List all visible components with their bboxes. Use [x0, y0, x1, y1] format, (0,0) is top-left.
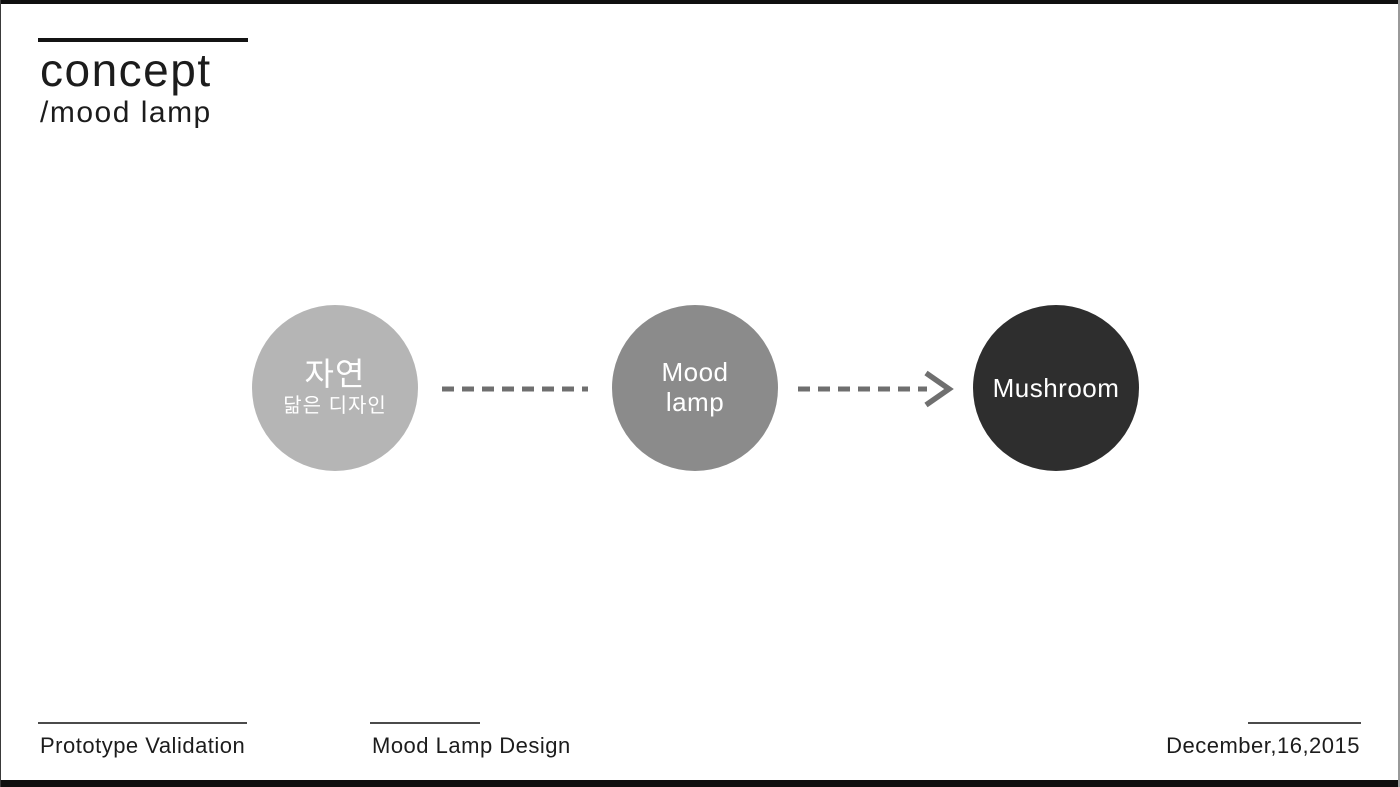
frame-left-border: [0, 0, 1, 787]
footer-date-label: December,16,2015: [1166, 733, 1360, 758]
node-nature-title: 자연: [304, 356, 366, 393]
title-rule: [38, 38, 248, 42]
node-mushroom-label: Mushroom: [992, 372, 1120, 403]
frame-right-border: [1398, 0, 1400, 787]
page-title: concept: [40, 44, 212, 96]
frame-top-border: [0, 0, 1400, 4]
footer-rule-center: [370, 722, 480, 724]
diagram-node-mood-lamp: Mood lamp: [612, 305, 778, 471]
footer-design-label: Mood Lamp Design: [372, 733, 571, 758]
frame-bottom-border: [0, 780, 1400, 787]
node-nature-subtitle: 닮은 디자인: [283, 394, 387, 417]
arrowhead-icon: [924, 370, 954, 408]
page-subtitle: /mood lamp: [40, 96, 212, 129]
dashed-connector: [442, 386, 588, 392]
footer-rule-right: [1248, 722, 1361, 724]
dashed-arrow-connector: [798, 370, 954, 408]
diagram-node-nature: 자연 닮은 디자인: [252, 305, 418, 471]
footer-project-label: Prototype Validation: [40, 733, 246, 758]
node-mood-lamp-line1: Mood: [661, 357, 729, 388]
diagram-node-mushroom: Mushroom: [973, 305, 1139, 471]
node-mood-lamp-line2: lamp: [665, 387, 725, 417]
footer-rule-left: [38, 722, 247, 724]
